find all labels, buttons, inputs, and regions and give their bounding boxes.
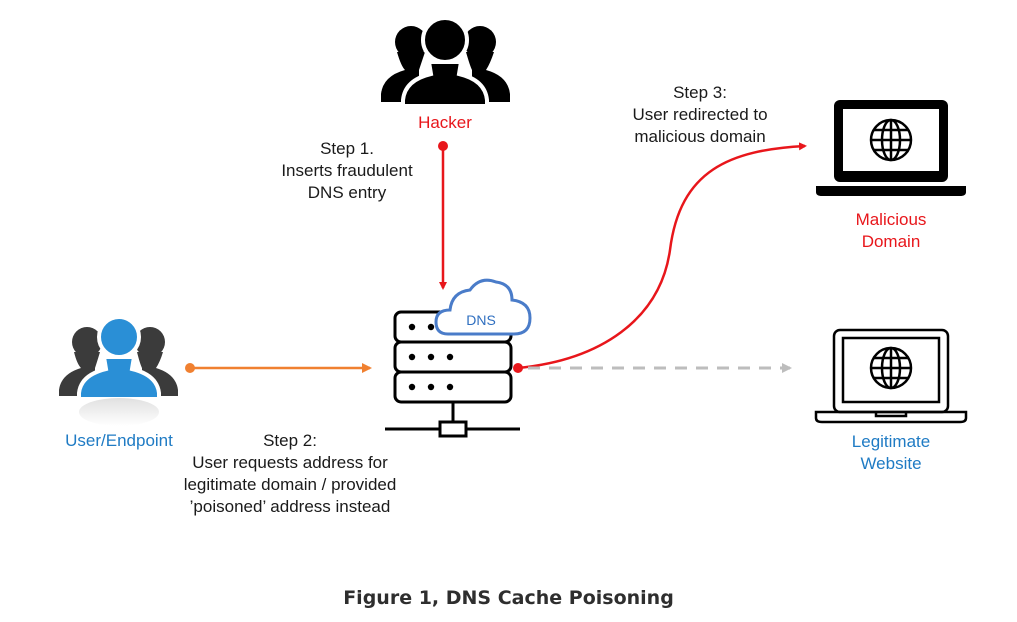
figure-caption: Figure 1, DNS Cache Poisoning (343, 587, 674, 609)
step2-title: Step 2: (263, 431, 317, 450)
step2-line2: User requests address for (192, 453, 388, 472)
legitimate-label-line1: Legitimate (851, 432, 931, 451)
step1-title: Step 1. (320, 139, 374, 158)
hacker-icon (381, 16, 510, 108)
malicious-label-line2: Domain (861, 232, 921, 251)
legitimate-website-label: Legitimate Website (831, 431, 951, 475)
legitimate-label-line2: Website (860, 454, 922, 473)
step2-line3: legitimate domain / provided (183, 475, 397, 494)
dns-cloud-icon: DNS (434, 278, 532, 336)
user-endpoint-icon (59, 315, 178, 426)
edge-dns-to-malicious (513, 142, 807, 373)
step1-line2: Inserts fraudulent (281, 161, 413, 180)
legitimate-laptop-icon (814, 328, 968, 424)
step2-line4: ’poisoned’ address instead (189, 497, 391, 516)
step1-line3: DNS entry (307, 183, 387, 202)
step3-line2: User redirected to (632, 105, 768, 124)
malicious-domain-label: Malicious Domain (831, 209, 951, 253)
hacker-label: Hacker (418, 113, 472, 132)
edge-hacker-to-dns (438, 141, 448, 290)
step2-description: Step 2: User requests address for legiti… (150, 430, 430, 518)
step1-description: Step 1. Inserts fraudulent DNS entry (262, 138, 432, 204)
user-endpoint-label: User/Endpoint (65, 431, 173, 450)
step3-title: Step 3: (673, 83, 727, 102)
step3-line3: malicious domain (634, 127, 766, 146)
malicious-label-line1: Malicious (855, 210, 927, 229)
dns-cloud-label: DNS (466, 312, 496, 328)
edge-user-to-dns (185, 363, 372, 373)
malicious-laptop-icon (816, 100, 966, 196)
step3-description: Step 3: User redirected to malicious dom… (600, 82, 800, 148)
